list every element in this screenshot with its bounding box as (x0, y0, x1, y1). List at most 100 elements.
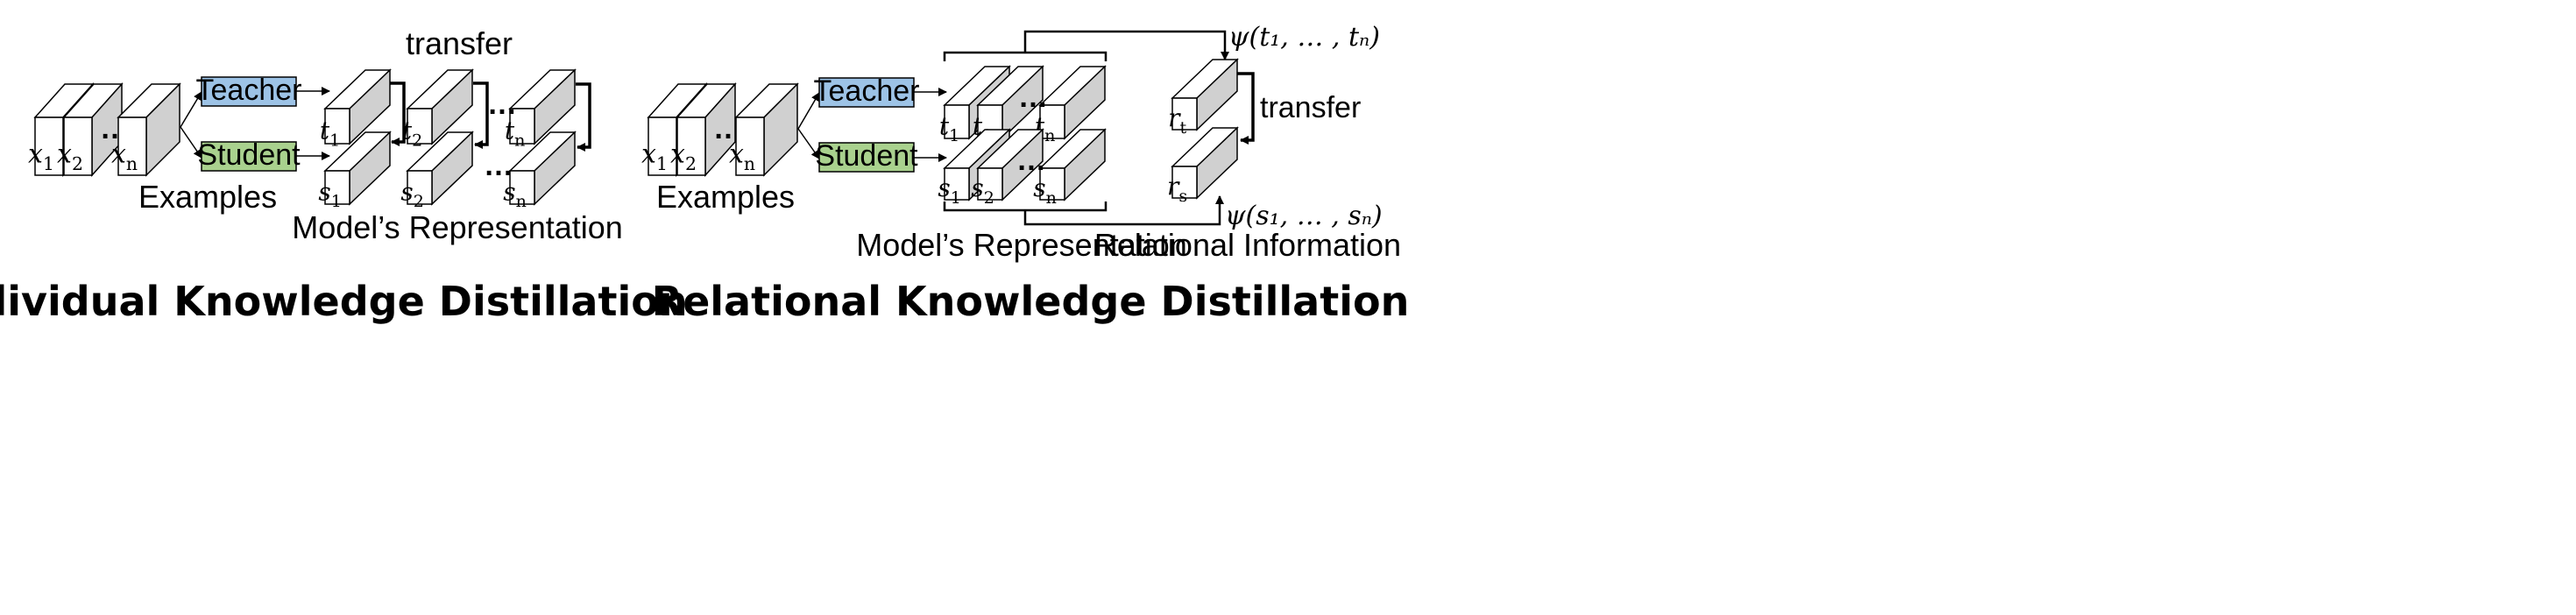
transfer-label: transfer (406, 25, 513, 61)
teacher-box (818, 77, 915, 108)
ellipsis-dots: … (487, 88, 517, 121)
block-front-face (117, 117, 147, 176)
individual-title: Individual Knowledge Distillation (0, 278, 688, 325)
fan-arrow-student (180, 126, 202, 159)
block-front-face (407, 108, 433, 145)
block-symbol: s1 (318, 177, 341, 211)
psi-teacher-label: ψ(t₁, … , tₙ) (1228, 22, 1380, 53)
block-front-face (1039, 167, 1065, 201)
input-example-block: xn (729, 82, 799, 177)
block-front-face (34, 117, 64, 176)
student-label: Student (815, 139, 918, 173)
student-representations: s1 s2 sn… (318, 131, 577, 211)
block-front-face (944, 104, 970, 139)
transfer-arrow (390, 81, 406, 146)
block-subscript: 1 (951, 188, 961, 208)
transfer-arrow (473, 81, 489, 149)
relational-student-block: rs (1167, 126, 1239, 206)
fan-arrow-teacher (797, 92, 820, 130)
block-subscript: 1 (656, 153, 668, 174)
student-representation-block: sn (503, 131, 577, 211)
block-subscript: 1 (329, 131, 340, 150)
ellipsis-dots: … (484, 149, 513, 182)
teacher-representations: t1t2tn… (939, 65, 1107, 145)
relational-transfer-arrow (1237, 72, 1255, 145)
block-front-face (509, 108, 535, 145)
block-front-face (977, 167, 1003, 201)
transfer-arrow (576, 82, 591, 152)
representation-label: Model’s Representation (856, 227, 1187, 263)
relational-title: Relational Knowledge Distillation (652, 278, 1410, 325)
block-subscript: n (514, 131, 525, 150)
input-example-block: xn (111, 82, 181, 177)
examples-label: Examples (656, 179, 795, 215)
student-representation-block: sn (1033, 128, 1107, 208)
block-subscript: 2 (414, 192, 424, 211)
teacher-representation-block: t1 (320, 68, 392, 150)
block-subscript: n (1046, 188, 1057, 208)
block-symbol: x1 (641, 138, 668, 173)
teacher-label: Teacher (196, 74, 302, 107)
block-front-face (648, 117, 677, 176)
block-front-face (676, 117, 706, 176)
block-subscript: t (1179, 118, 1186, 138)
block-front-face (324, 108, 350, 145)
block-subscript: 2 (72, 153, 83, 174)
relational-info-label: Relational Information (1094, 227, 1401, 263)
block-front-face (1171, 166, 1198, 199)
student-group-bracket (943, 201, 1108, 212)
teacher-group-bracket (943, 51, 1108, 61)
teacher-representation-block: t2 (402, 68, 474, 150)
teacher-representation-block: tn (505, 68, 577, 150)
block-subscript: 1 (331, 192, 342, 211)
block-front-face (324, 170, 350, 205)
block-subscript: n (516, 192, 527, 211)
block-front-face (944, 167, 970, 201)
block-front-face (1039, 104, 1065, 139)
teacher-label: Teacher (814, 74, 920, 108)
student-representation-block: s1 (318, 131, 392, 211)
examples-label: Examples (138, 179, 277, 215)
fan-arrow-student (797, 128, 820, 159)
student-representation-block: s2 (400, 131, 474, 211)
input-example-block: x1 (641, 82, 708, 177)
block-front-face (407, 170, 433, 205)
ellipsis-dots: … (1016, 144, 1046, 177)
block-front-face (1171, 97, 1198, 131)
student-psi-connector (1023, 195, 1224, 226)
block-subscript: 2 (412, 131, 422, 150)
fan-arrow-teacher (180, 91, 202, 128)
relational-transfer-label: transfer (1260, 91, 1361, 124)
block-symbol: x2 (670, 138, 697, 173)
block-subscript: n (126, 153, 138, 174)
block-symbol: x1 (28, 138, 54, 173)
block-front-face (509, 170, 535, 205)
block-subscript: 2 (685, 153, 697, 174)
teacher-psi-connector (1023, 30, 1229, 60)
representation-label: Model’s Representation (292, 209, 623, 245)
input-example-block: x2 (670, 82, 737, 177)
relational-teacher-block: rt (1168, 58, 1239, 138)
block-subscript: 1 (43, 153, 54, 174)
ellipsis-dots: … (1018, 81, 1048, 114)
block-subscript: n (744, 153, 755, 174)
block-subscript: 2 (984, 188, 994, 208)
teacher-representation-block: tn (1035, 65, 1107, 145)
input-example-block: x2 (57, 82, 124, 177)
block-symbol: sn (503, 177, 527, 211)
block-subscript: 1 (949, 126, 959, 145)
psi-student-label: ψ(s₁, … , sₙ) (1225, 201, 1383, 231)
block-front-face (735, 117, 765, 176)
student-label: Student (197, 138, 301, 172)
student-representation-block: s2 (971, 128, 1044, 208)
block-subscript: n (1044, 126, 1055, 145)
block-front-face (63, 117, 93, 176)
